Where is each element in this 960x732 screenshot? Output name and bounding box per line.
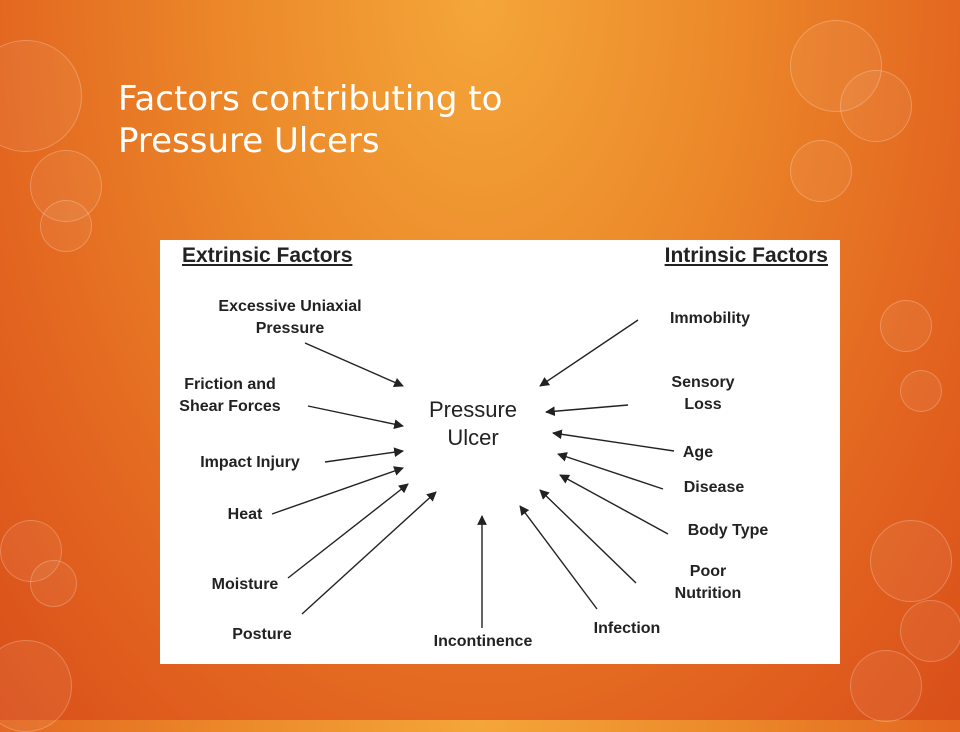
center-line-2: Ulcer [447,425,499,450]
factor-moisture: Moisture [211,576,279,593]
arrow-impact-injury [324,447,404,463]
factor-impact-injury: Impact Injury [200,454,300,471]
slide-title: Factors contributing to Pressure Ulcers [118,78,738,162]
factor-incontinence: Incontinence [433,633,533,650]
arrow-infection [519,505,598,610]
arrow-immobility [539,319,639,387]
factor-body-type: Body Type [687,522,769,539]
arrow-friction-shear [307,405,404,429]
factor-age: Age [682,444,714,461]
factor-poor-nutrition: Poor Nutrition [674,563,742,602]
factor-sensory-loss: Sensory Loss [671,374,735,413]
pressure-ulcer-center: Pressure Ulcer [408,396,538,452]
arrow-poor-nutrition [539,489,637,584]
arrow-layer [271,319,675,628]
factor-friction-shear: Friction and Shear Forces [179,376,281,415]
arrow-body-type [559,474,669,535]
arrow-moisture [287,483,409,579]
factor-immobility: Immobility [669,310,750,327]
factor-posture: Posture [232,626,292,643]
arrow-age [552,429,675,452]
factor-disease: Disease [683,479,745,496]
arrow-excessive-pressure [304,342,404,387]
factor-infection: Infection [593,620,661,637]
title-line-1: Factors contributing to [118,79,503,119]
arrow-sensory-loss [545,404,629,417]
center-line-1: Pressure [428,397,518,422]
intrinsic-factors-header: Intrinsic Factors [664,244,828,267]
pressure-ulcer-diagram: Extrinsic Factors Intrinsic Factors Pres… [160,240,840,664]
title-line-2: Pressure Ulcers [118,121,380,161]
arrow-posture [301,491,437,615]
factor-excessive-uniaxial-pressure: Excessive Uniaxial Pressure [218,298,362,337]
extrinsic-factors-header: Extrinsic Factors [182,244,353,267]
arrow-heat [271,466,404,515]
factor-heat: Heat [227,506,263,523]
arrow-disease [557,452,664,490]
